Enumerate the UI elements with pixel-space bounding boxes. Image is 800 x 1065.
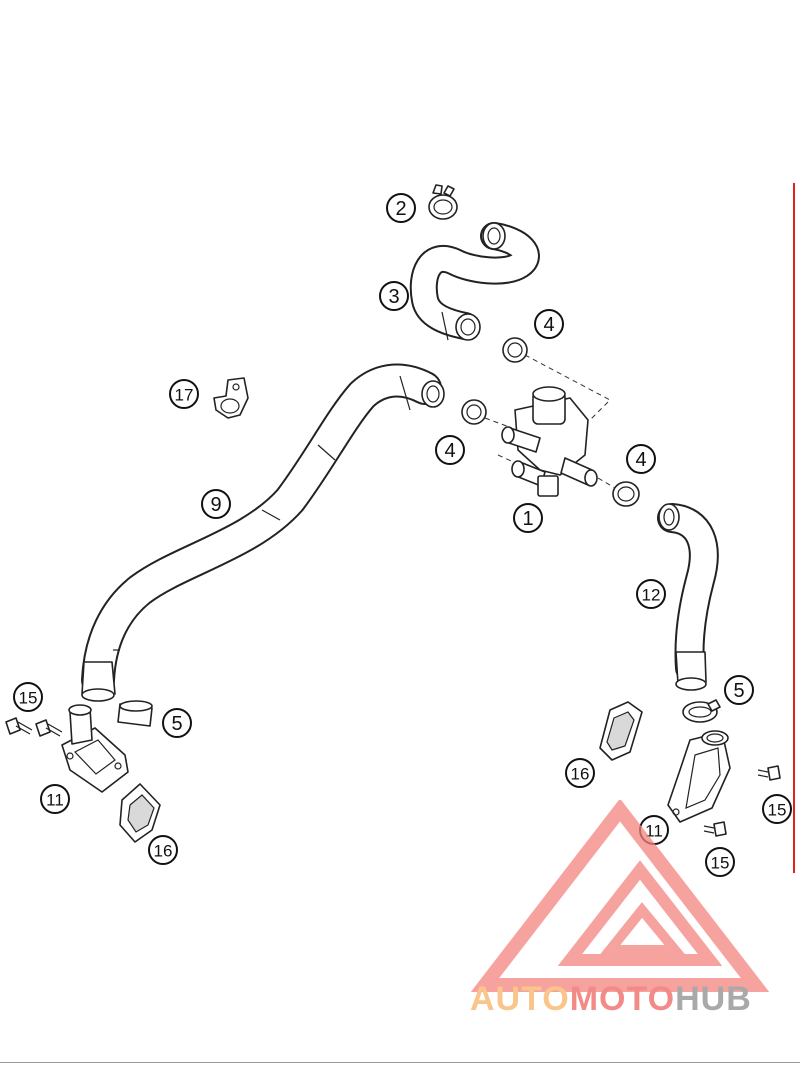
- callout-12-label: 12: [642, 586, 661, 605]
- watermark-logo-icon: [470, 800, 770, 992]
- callout-17: 17: [169, 379, 199, 409]
- hose-long: [81, 363, 445, 702]
- callout-3-label: 3: [388, 286, 399, 308]
- reed-valve-cover-right: [667, 730, 731, 823]
- callout-15-right-lower: 15: [705, 847, 735, 877]
- gasket-right: [599, 701, 643, 761]
- callout-15-right-lower-label: 15: [711, 854, 730, 873]
- gasket-left: [119, 783, 161, 843]
- brand-hub: HUB: [675, 980, 752, 1018]
- callout-15-left-label: 15: [19, 689, 38, 708]
- clamp-right: [612, 481, 640, 507]
- callout-5-left: 5: [162, 708, 192, 738]
- callout-1: 1: [513, 503, 543, 533]
- callout-2-label: 2: [395, 198, 406, 220]
- callout-15-left: 15: [13, 682, 43, 712]
- callout-5-right-label: 5: [733, 680, 744, 702]
- callout-16-right-label: 16: [571, 765, 590, 784]
- callout-16-right: 16: [565, 758, 595, 788]
- reed-valve-cover-left: [61, 704, 129, 793]
- bolt-left-1: [5, 717, 33, 735]
- callout-4-upper: 4: [534, 309, 564, 339]
- secondary-air-valve: [484, 354, 616, 497]
- callout-4-middle: 4: [435, 435, 465, 465]
- callout-11-left: 11: [40, 784, 70, 814]
- bolt-left-2: [35, 719, 63, 737]
- callout-2: 2: [386, 193, 416, 223]
- callout-5-right: 5: [724, 675, 754, 705]
- watermark-brand: AUTOMOTOHUB: [470, 980, 800, 1020]
- callout-11-left-label: 11: [46, 791, 64, 810]
- hose-upper: [409, 222, 540, 341]
- callout-11-right-label: 11: [645, 822, 663, 841]
- bolt-right-1: [757, 765, 781, 781]
- clamp-lower-left: [117, 700, 153, 727]
- callout-16-left: 16: [148, 835, 178, 865]
- bottom-border: [0, 1062, 800, 1063]
- clamp-middle: [461, 399, 487, 425]
- clamp-lower-right: [682, 699, 721, 723]
- callout-16-left-label: 16: [154, 842, 173, 861]
- hose-clamp-top: [428, 184, 458, 220]
- brand-auto: AUTO: [470, 980, 570, 1018]
- bolt-right-2: [703, 821, 727, 837]
- callout-5-left-label: 5: [171, 713, 182, 735]
- hose-right: [657, 503, 719, 691]
- callout-4-right: 4: [626, 444, 656, 474]
- callout-15-right-upper-label: 15: [768, 801, 787, 820]
- callout-1-label: 1: [522, 508, 533, 530]
- callout-4-middle-label: 4: [444, 440, 455, 462]
- brand-moto: MOTO: [569, 980, 676, 1018]
- callout-17-label: 17: [175, 386, 194, 405]
- callout-4-right-label: 4: [635, 449, 646, 471]
- clamp-upper: [502, 337, 528, 363]
- callout-9-label: 9: [210, 494, 221, 516]
- edge-line: [793, 183, 795, 873]
- callout-4-upper-label: 4: [543, 314, 554, 336]
- callout-12: 12: [636, 579, 666, 609]
- bracket-clip: [213, 377, 249, 419]
- callout-15-right-upper: 15: [762, 794, 792, 824]
- callout-9: 9: [201, 489, 231, 519]
- callout-3: 3: [379, 281, 409, 311]
